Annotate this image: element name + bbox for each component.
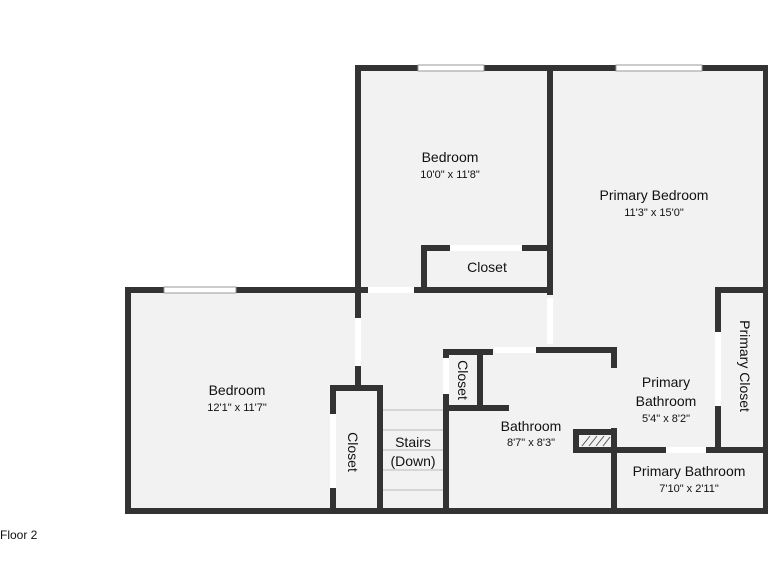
label-stairs-1: Stairs	[395, 434, 431, 450]
door-primary-bath	[666, 447, 706, 453]
dims-bathroom: 8'7" x 8'3"	[507, 437, 555, 449]
label-closet-small: Closet	[455, 360, 471, 400]
label-primary-closet: Primary Closet	[737, 320, 753, 412]
door-primary-closet	[715, 332, 721, 406]
door-primary-bedroom	[547, 298, 553, 344]
door-bathroom	[494, 347, 536, 353]
label-primary-bath-mid-2: Bathroom	[636, 393, 697, 409]
dims-primary-bath-mid: 5'4" x 8'2"	[642, 413, 690, 425]
floor-lower	[127, 290, 362, 512]
label-stairs-2: (Down)	[390, 453, 435, 469]
window-bedroom-left	[163, 286, 237, 294]
dims-primary-bedroom: 11'3" x 15'0"	[624, 207, 684, 219]
openings	[163, 64, 721, 488]
label-primary-bath-bottom: Primary Bathroom	[633, 463, 746, 479]
window-bedroom-top	[417, 64, 485, 72]
walls	[125, 65, 768, 514]
stairs-symbol	[383, 409, 443, 491]
label-primary-bath-mid-1: Primary	[642, 374, 690, 390]
door-small-closet	[443, 358, 449, 394]
door-primary-bath-mid	[611, 368, 617, 428]
door-closet-top	[450, 245, 522, 251]
window-primary-bedroom	[615, 64, 703, 72]
label-closet-top: Closet	[467, 259, 507, 275]
door-closet-left	[330, 414, 336, 488]
label-bathroom: Bathroom	[501, 418, 562, 434]
dims-primary-bath-bottom: 7'10" x 2'11"	[659, 483, 719, 495]
door-bedroom-left	[355, 318, 361, 366]
room-labels: Bedroom 10'0" x 11'8" Primary Bedroom 11…	[207, 149, 753, 495]
label-bedroom-left: Bedroom	[209, 382, 266, 398]
label-primary-bedroom: Primary Bedroom	[600, 187, 709, 203]
vanity-hatch	[581, 435, 611, 447]
label-bedroom-top: Bedroom	[422, 149, 479, 165]
dims-bedroom-top: 10'0" x 11'8"	[420, 169, 480, 181]
dims-bedroom-left: 12'1" x 11'7"	[207, 402, 267, 414]
label-closet-left: Closet	[345, 432, 361, 472]
door-bedroom-top	[368, 287, 414, 293]
floor-label: Floor 2	[0, 528, 38, 542]
